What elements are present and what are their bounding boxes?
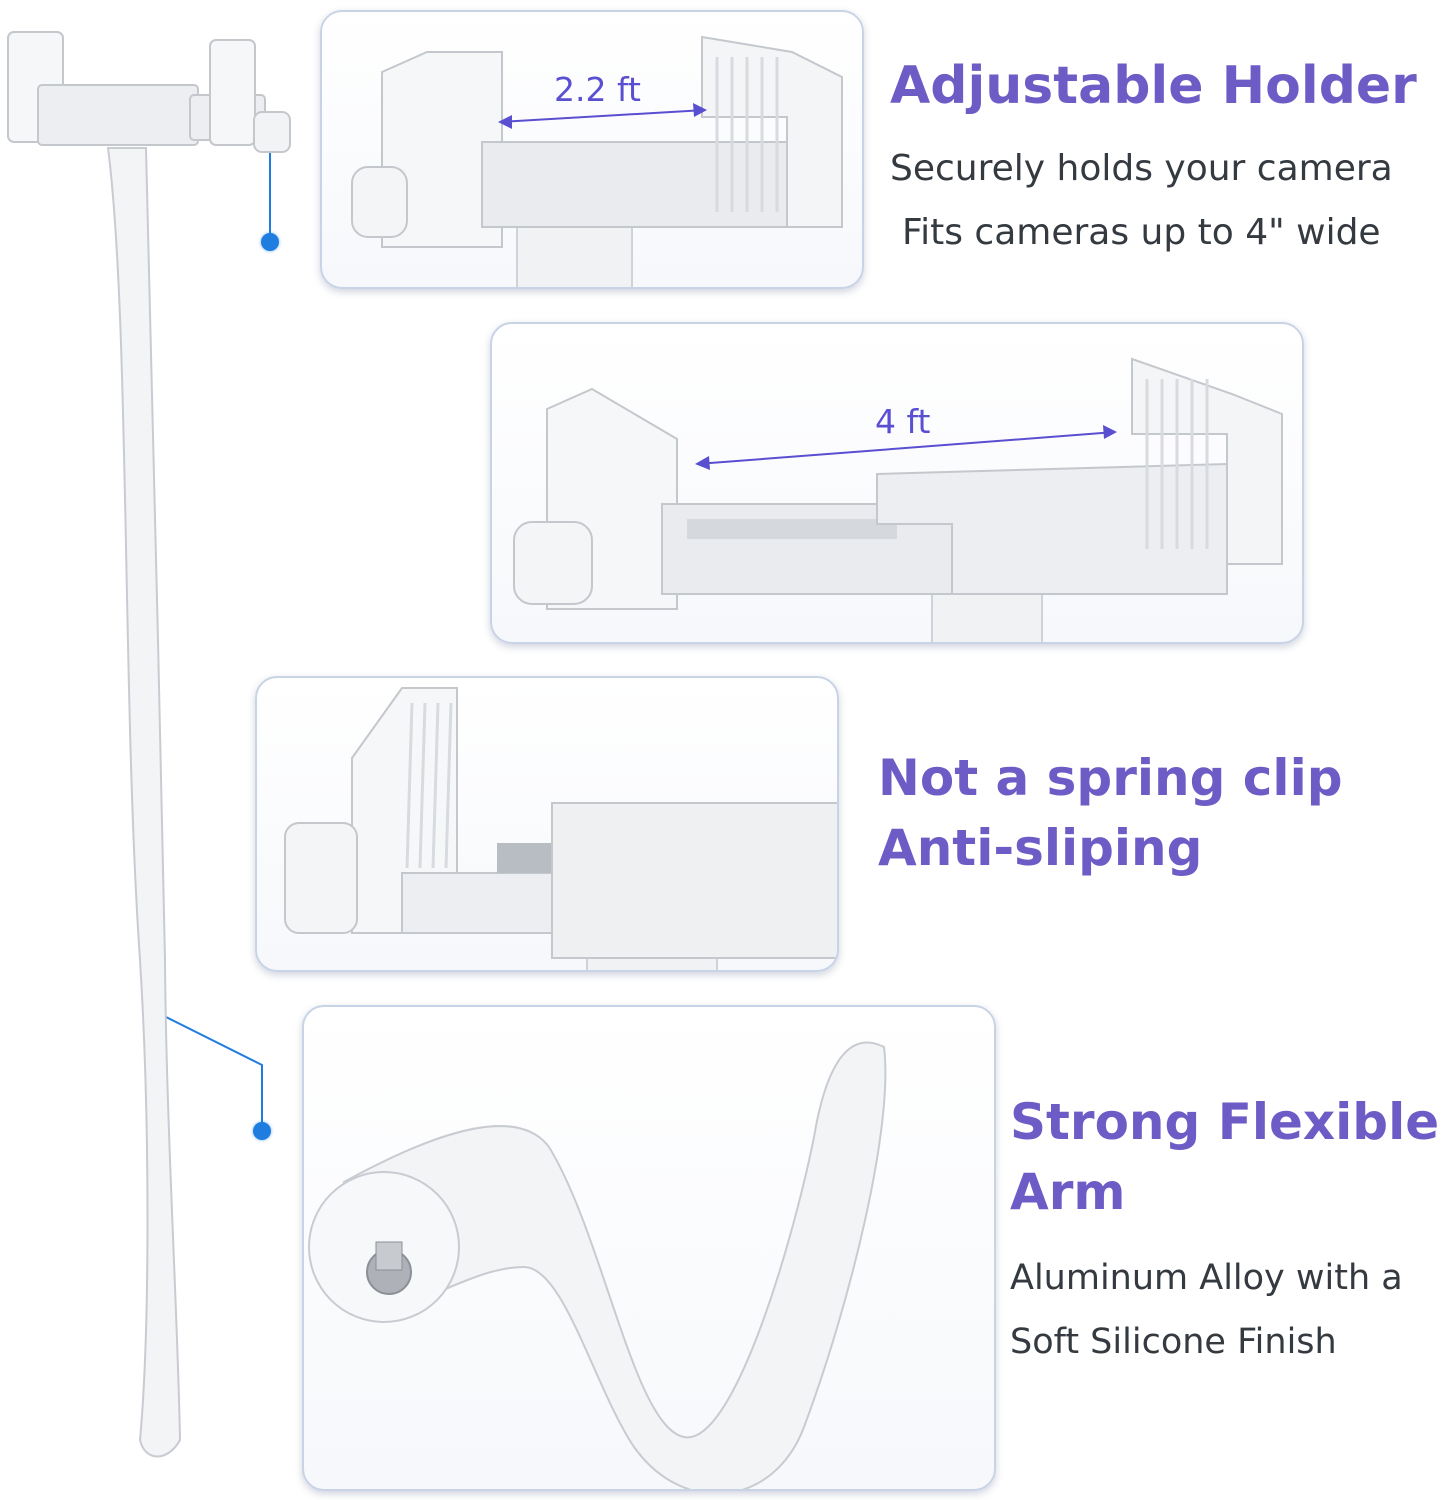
measurement-label-closed: 2.2 ft [554, 70, 641, 109]
callout-dot-arm [253, 1122, 271, 1140]
feature-heading-arm: Arm [1010, 1163, 1126, 1221]
feature-heading-strong-flexible: Strong Flexible [1010, 1093, 1440, 1151]
measurement-label-extended: 4 ft [875, 402, 931, 441]
feature-line-aluminum-alloy: Aluminum Alloy with a [1010, 1258, 1403, 1298]
flexible-arm-image [308, 1041, 887, 1489]
callout-dot-holder [261, 233, 279, 251]
callout-line-arm [161, 1014, 263, 1130]
holder-closed-image [351, 35, 843, 287]
anti-slip-image [284, 687, 837, 970]
feature-heading-adjustable-holder: Adjustable Holder [890, 56, 1417, 116]
feature-heading-not-spring-clip: Not a spring clip [878, 749, 1343, 807]
holder-extended-image [513, 357, 1283, 642]
holder-closed-panel: 2.2 ft [320, 10, 864, 289]
feature-line-fits-cameras: Fits cameras up to 4" wide [902, 212, 1381, 253]
anti-slip-panel [255, 676, 839, 972]
feature-heading-anti-sliping: Anti-sliping [878, 819, 1203, 877]
holder-extended-panel: 4 ft [490, 322, 1304, 644]
flexible-arm-panel [302, 1005, 996, 1491]
feature-line-securely-holds: Securely holds your camera [890, 148, 1393, 189]
product-full-view [7, 31, 291, 1458]
feature-line-silicone-finish: Soft Silicone Finish [1010, 1322, 1337, 1362]
